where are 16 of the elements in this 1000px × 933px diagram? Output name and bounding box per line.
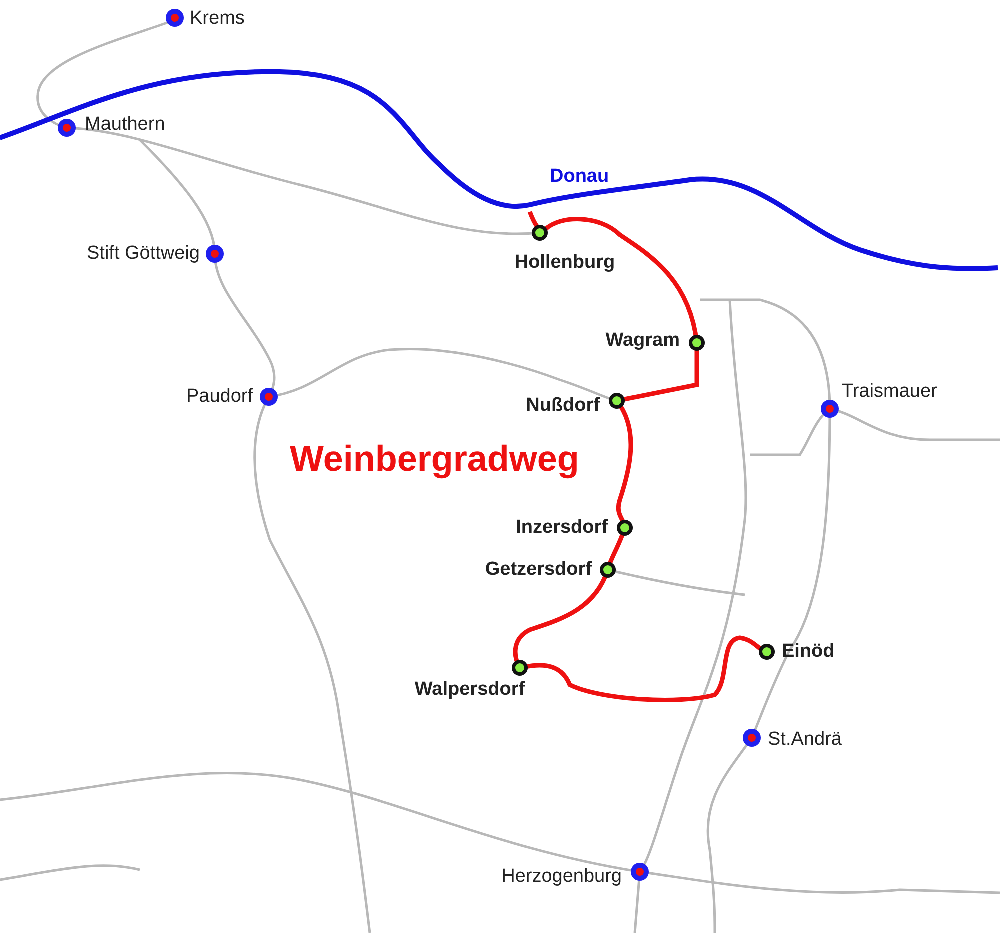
river-name: Donau — [550, 166, 610, 188]
place-name: Stift Göttweig — [87, 243, 200, 265]
place-name: Einöd — [782, 641, 835, 663]
place-name: St.Andrä — [768, 729, 842, 751]
route-name: Weinbergradweg — [290, 438, 580, 480]
place-name: Nußdorf — [526, 395, 600, 417]
place-name: Wagram — [606, 330, 680, 352]
place-name: Getzersdorf — [485, 559, 592, 581]
place-name: Walpersdorf — [414, 679, 526, 701]
place-name: Krems — [190, 8, 245, 30]
place-name: Paudorf — [186, 386, 253, 408]
place-name: Traismauer — [842, 381, 938, 403]
place-name: Mauthern — [85, 114, 166, 136]
place-name: Hollenburg — [514, 252, 616, 274]
place-name: Herzogenburg — [502, 866, 622, 888]
place-name: Inzersdorf — [516, 517, 608, 539]
